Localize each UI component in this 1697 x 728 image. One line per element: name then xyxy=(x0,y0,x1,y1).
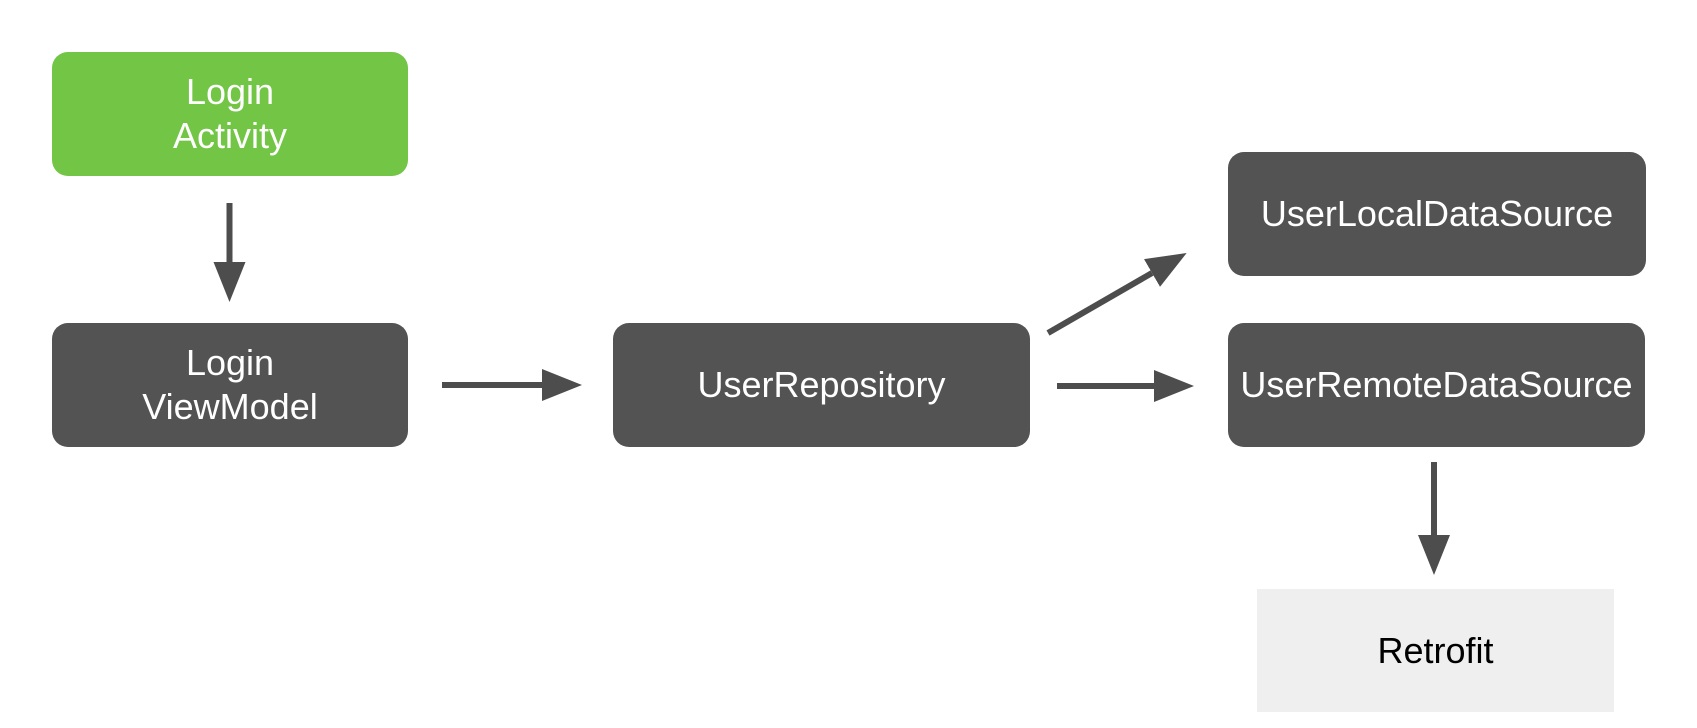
arrow-repository-to-localdatasource xyxy=(1046,253,1187,336)
node-label-line: Activity xyxy=(172,115,287,156)
node-login-activity: Login Activity xyxy=(52,52,408,176)
node-label: UserRepository xyxy=(697,364,946,405)
node-label: Retrofit xyxy=(1377,629,1494,671)
node-user-remote-datasource: UserRemoteDataSource xyxy=(1228,323,1645,447)
node-label-line: ViewModel xyxy=(142,386,318,427)
node-label-line: Login xyxy=(185,342,275,383)
node-label: UserLocalDataSource xyxy=(1260,193,1614,234)
node-retrofit: Retrofit xyxy=(1257,589,1614,712)
node-user-local-datasource: UserLocalDataSource xyxy=(1228,152,1646,276)
node-label-line: Login xyxy=(185,71,275,112)
node-login-viewmodel: Login ViewModel xyxy=(52,323,408,447)
node-user-repository: UserRepository xyxy=(613,323,1030,447)
node-label: UserRemoteDataSource xyxy=(1240,364,1633,405)
